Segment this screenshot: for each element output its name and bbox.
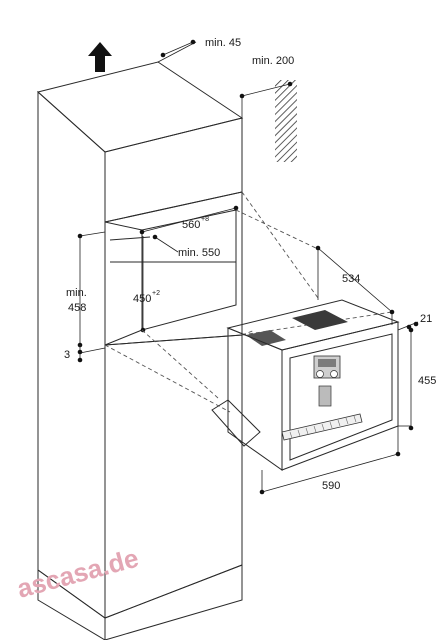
appliance-side-tray xyxy=(211,399,261,447)
niche-depth-label: min. 550 xyxy=(178,247,220,259)
appliance-top-panel-left xyxy=(246,330,286,346)
watermark: ascasa.de xyxy=(14,543,142,604)
drip-tray-grille xyxy=(289,415,357,439)
rear-vent-hatch xyxy=(275,80,297,162)
coffee-spout xyxy=(318,385,332,407)
appliance-front xyxy=(281,321,399,471)
appliance-width-dimension: 590 xyxy=(259,426,401,495)
appliance-height-dimension: 455 xyxy=(398,327,436,431)
cabinet-side xyxy=(37,90,106,619)
control-knob-right xyxy=(330,370,338,378)
rear-vent-label: min. 200 xyxy=(252,55,294,67)
shelf-thickness-dimension: 3 xyxy=(64,345,106,363)
cabinet-upper-door xyxy=(104,117,243,223)
cabinet-height-label-line2: 458 xyxy=(68,302,86,314)
appliance-front-frame xyxy=(289,333,393,461)
cabinet-top xyxy=(36,61,244,153)
panel-offset-dimension: 21 xyxy=(397,313,432,331)
top-clearance-label: min. 45 xyxy=(205,37,241,49)
niche-back xyxy=(141,209,237,331)
niche-width-label: 560 xyxy=(182,219,200,231)
appliance-depth-label: 534 xyxy=(342,273,360,285)
appliance-depth-dimension: 534 xyxy=(315,245,395,325)
appliance-side xyxy=(227,327,283,471)
niche-height-label: 450 xyxy=(133,293,151,305)
niche-depth-dimension: min. 550 xyxy=(152,234,220,259)
control-knob-left xyxy=(316,370,324,378)
cabinet-plinth-side xyxy=(37,569,106,640)
top-clearance-dimension: min. 45 xyxy=(157,37,241,63)
rear-vent-dimension: min. 200 xyxy=(239,55,294,118)
cabinet-height-dimension: min. 458 xyxy=(66,231,106,348)
appliance-width-label: 590 xyxy=(322,480,340,492)
arrow-up-icon xyxy=(88,42,112,72)
niche-width-tolerance: +8 xyxy=(201,216,209,223)
drip-tray xyxy=(281,413,363,441)
appliance-top-panel-right xyxy=(292,310,348,330)
niche-height-tolerance: +2 xyxy=(152,290,160,297)
cabinet-plinth-front xyxy=(104,564,243,640)
appliance-height-label: 455 xyxy=(418,375,436,387)
display-screen xyxy=(318,359,336,367)
cabinet-height-label-line1: min. xyxy=(66,287,87,299)
niche-width-dimension: 560 +8 xyxy=(139,205,239,235)
niche-height-dimension: 450 +2 xyxy=(133,236,160,333)
panel-offset-label: 21 xyxy=(420,313,432,325)
shelf-thickness-label: 3 xyxy=(64,349,70,361)
